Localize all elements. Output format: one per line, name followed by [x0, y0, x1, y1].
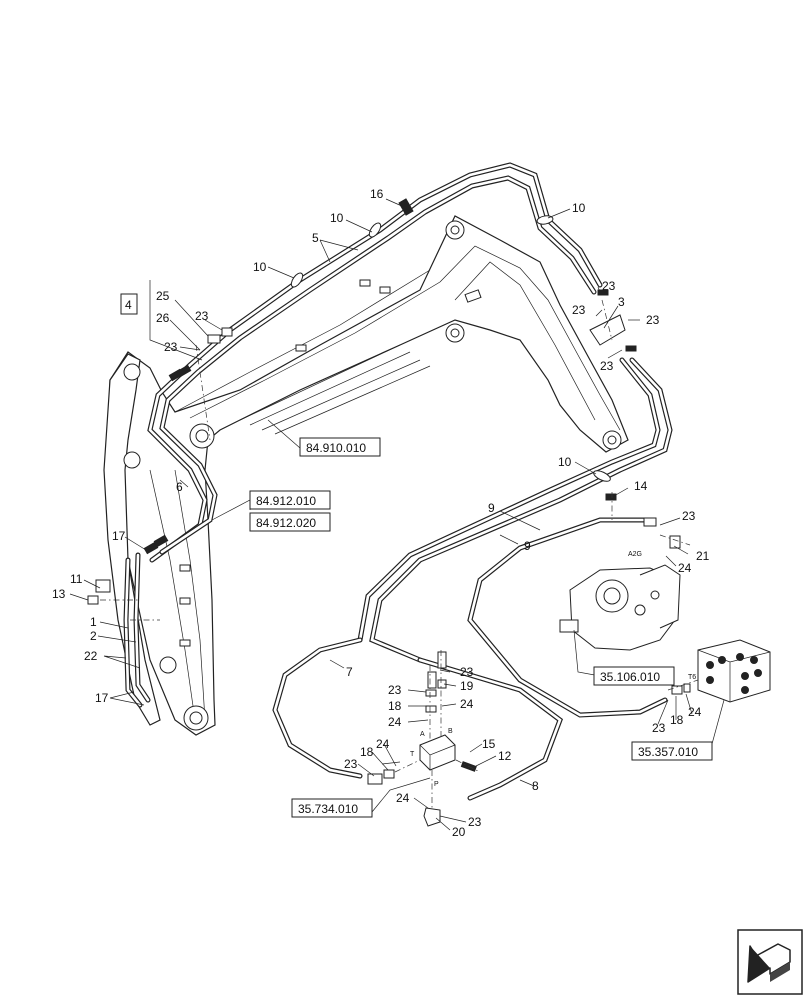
- callout-3: 3: [618, 295, 625, 309]
- callout-11: 11: [70, 572, 83, 586]
- callout-13: 13: [52, 587, 66, 601]
- callout-17: 17: [112, 529, 126, 543]
- port-label-a2g: A2G: [628, 551, 642, 558]
- callout-15: 15: [482, 737, 496, 751]
- callouts: 16 10 5 10 10 25 26 23 23 23 23 3 23 23 …: [52, 187, 710, 839]
- port-label-p: P: [434, 781, 439, 788]
- ref-35-106-010: 35.106.010: [600, 670, 660, 684]
- callout-23: 23: [468, 815, 482, 829]
- callout-10: 10: [572, 201, 586, 215]
- callout-24: 24: [678, 561, 692, 575]
- callout-10: 10: [558, 455, 572, 469]
- arrow-icon[interactable]: [737, 929, 803, 995]
- callout-17: 17: [95, 691, 109, 705]
- port-label-t6: T6: [688, 674, 696, 681]
- fittings: [87, 289, 771, 827]
- callout-23: 23: [460, 665, 474, 679]
- callout-23: 23: [646, 313, 660, 327]
- callout-23: 23: [682, 509, 696, 523]
- callout-18: 18: [360, 745, 374, 759]
- callout-2: 2: [90, 629, 97, 643]
- callout-25: 25: [156, 289, 170, 303]
- callout-22: 22: [84, 649, 98, 663]
- callout-7: 7: [346, 665, 353, 679]
- callout-4-box: 4: [120, 293, 138, 315]
- callout-24: 24: [388, 715, 402, 729]
- callout-23: 23: [388, 683, 402, 697]
- callout-5: 5: [312, 231, 319, 245]
- reference-boxes: 84.910.010 84.912.010 84.912.020 35.106.…: [249, 437, 713, 818]
- callout-18: 18: [388, 699, 402, 713]
- callout-8: 8: [532, 779, 539, 793]
- callout-10: 10: [330, 211, 344, 225]
- callout-23: 23: [164, 340, 178, 354]
- callout-4: 4: [125, 298, 132, 312]
- callout-23: 23: [600, 359, 614, 373]
- boom-structure: [103, 215, 629, 736]
- callout-23: 23: [572, 303, 586, 317]
- callout-20: 20: [452, 825, 466, 839]
- callout-23: 23: [602, 279, 616, 293]
- callout-24: 24: [460, 697, 474, 711]
- callout-6: 6: [176, 480, 183, 494]
- callout-10: 10: [253, 260, 267, 274]
- callout-1: 1: [90, 615, 97, 629]
- callout-19: 19: [460, 679, 474, 693]
- ref-35-357-010: 35.357.010: [638, 745, 698, 759]
- ref-84-912-010: 84.912.010: [256, 494, 316, 508]
- callout-23: 23: [652, 721, 666, 735]
- manifold-block: [697, 639, 771, 703]
- valve-block: [367, 651, 477, 827]
- callout-16: 16: [370, 187, 384, 201]
- ref-84-912-020: 84.912.020: [256, 516, 316, 530]
- callout-18: 18: [670, 713, 684, 727]
- port-label-t: T: [410, 751, 415, 758]
- port-labels: A2G T6 A B T P: [410, 551, 696, 788]
- callout-12: 12: [498, 749, 512, 763]
- leader-lines: [69, 198, 725, 831]
- pump: [559, 564, 681, 651]
- callout-9: 9: [524, 539, 531, 553]
- callout-24: 24: [688, 705, 702, 719]
- hoses: [123, 162, 673, 801]
- callout-23: 23: [344, 757, 358, 771]
- callout-21: 21: [696, 549, 710, 563]
- callout-26: 26: [156, 311, 170, 325]
- ref-84-910-010: 84.910.010: [306, 441, 366, 455]
- callout-9: 9: [488, 501, 495, 515]
- callout-24: 24: [376, 737, 390, 751]
- callout-24: 24: [396, 791, 410, 805]
- callout-14: 14: [634, 479, 648, 493]
- center-lines: [100, 299, 699, 808]
- port-label-a: A: [420, 731, 425, 738]
- ref-35-734-010: 35.734.010: [298, 802, 358, 816]
- callout-23: 23: [195, 309, 209, 323]
- port-label-b: B: [448, 728, 453, 735]
